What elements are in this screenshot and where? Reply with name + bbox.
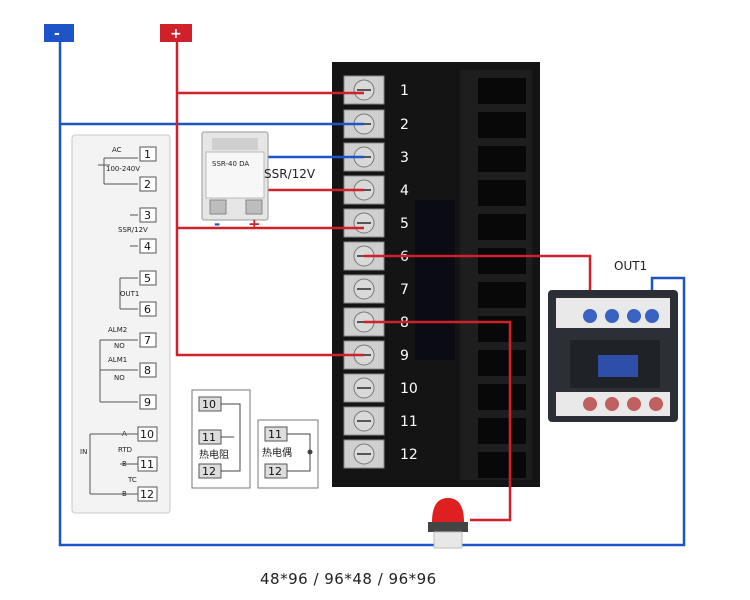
controller-display-window <box>415 200 455 360</box>
terminal-number: 11 <box>400 414 418 430</box>
size-caption: 48*96 / 96*48 / 96*96 <box>260 570 437 588</box>
rtd-label: 热电阻 <box>199 448 229 461</box>
legend-alm1: ALM1 <box>108 356 127 364</box>
terminal-legend-panel: AC 100-240V SSR/12V OUT1 ALM2 NO ALM1 NO… <box>71 134 171 514</box>
contactor-label: OUT1 <box>614 259 647 273</box>
legend-num: 3 <box>144 209 151 222</box>
terminal-10[interactable] <box>343 373 385 403</box>
terminal-number: 7 <box>400 282 409 298</box>
terminal-number: 4 <box>400 183 409 199</box>
legend-num: 1 <box>144 148 151 161</box>
wire-alarm <box>364 320 512 522</box>
terminal-5[interactable] <box>343 208 385 238</box>
ssr-plus-label: + <box>248 215 261 233</box>
ssr-label: SSR/12V <box>264 167 316 181</box>
tc-num: 11 <box>268 428 282 441</box>
controller-slots <box>478 78 526 478</box>
controller-side-panel <box>460 70 532 480</box>
terminal-11[interactable] <box>343 406 385 436</box>
terminal-number: 9 <box>400 348 409 364</box>
terminal-number: 3 <box>400 150 409 166</box>
terminal-7[interactable] <box>343 274 385 304</box>
negative-label: - <box>54 26 60 42</box>
legend-out1: OUT1 <box>120 290 139 298</box>
positive-badge: + <box>160 24 192 42</box>
legend-no-2: NO <box>114 374 125 382</box>
legend-num: 2 <box>144 178 151 191</box>
ssr-module: SSR-40 DA <box>201 131 269 221</box>
legend-num: 10 <box>140 428 154 441</box>
rtd-num: 12 <box>202 465 216 478</box>
terminal-number: 12 <box>400 447 418 463</box>
positive-label: + <box>170 26 182 42</box>
terminal-number: 1 <box>400 83 409 99</box>
ssr-model: SSR-40 DA <box>212 160 249 168</box>
rtd-box: 10 11 12 热电阻 <box>191 389 251 489</box>
legend-voltage: 100-240V <box>106 165 140 173</box>
terminal-12[interactable] <box>343 439 385 469</box>
tc-num: 12 <box>268 465 282 478</box>
wire-positive-main <box>175 40 364 357</box>
contactor <box>548 290 678 422</box>
legend-num: 12 <box>140 488 154 501</box>
legend-num: 9 <box>144 396 151 409</box>
terminal-1[interactable] <box>343 75 385 105</box>
legend-num: 8 <box>144 364 151 377</box>
rtd-num: 11 <box>202 431 216 444</box>
terminal-number: 5 <box>400 216 409 232</box>
wire-out1 <box>364 254 592 300</box>
tc-box: 11 12 热电偶 <box>257 419 319 489</box>
alarm-lamp-icon <box>428 498 468 549</box>
legend-ac: AC <box>112 146 122 154</box>
legend-symbols <box>89 157 138 495</box>
legend-no: NO <box>114 342 125 350</box>
negative-badge: - <box>44 24 74 42</box>
legend-in: IN <box>80 448 87 456</box>
wire-negative-main <box>58 40 686 547</box>
tc-label: 热电偶 <box>262 446 292 459</box>
legend-tc: TC <box>127 476 137 484</box>
legend-num: 4 <box>144 240 151 253</box>
legend-num: 6 <box>144 303 151 316</box>
terminal-number: 10 <box>400 381 418 397</box>
rtd-num: 10 <box>202 398 216 411</box>
legend-num: 5 <box>144 272 151 285</box>
legend-rtd: RTD <box>118 446 132 454</box>
legend-ssr12v: SSR/12V <box>118 226 148 234</box>
legend-alm2: ALM2 <box>108 326 127 334</box>
legend-num: 7 <box>144 334 151 347</box>
legend-number-boxes: 1 2 3 4 5 6 7 8 9 10 11 12 <box>137 146 158 502</box>
terminal-number: 2 <box>400 117 409 133</box>
ssr-minus-label: - <box>214 215 220 233</box>
legend-num: 11 <box>140 458 154 471</box>
